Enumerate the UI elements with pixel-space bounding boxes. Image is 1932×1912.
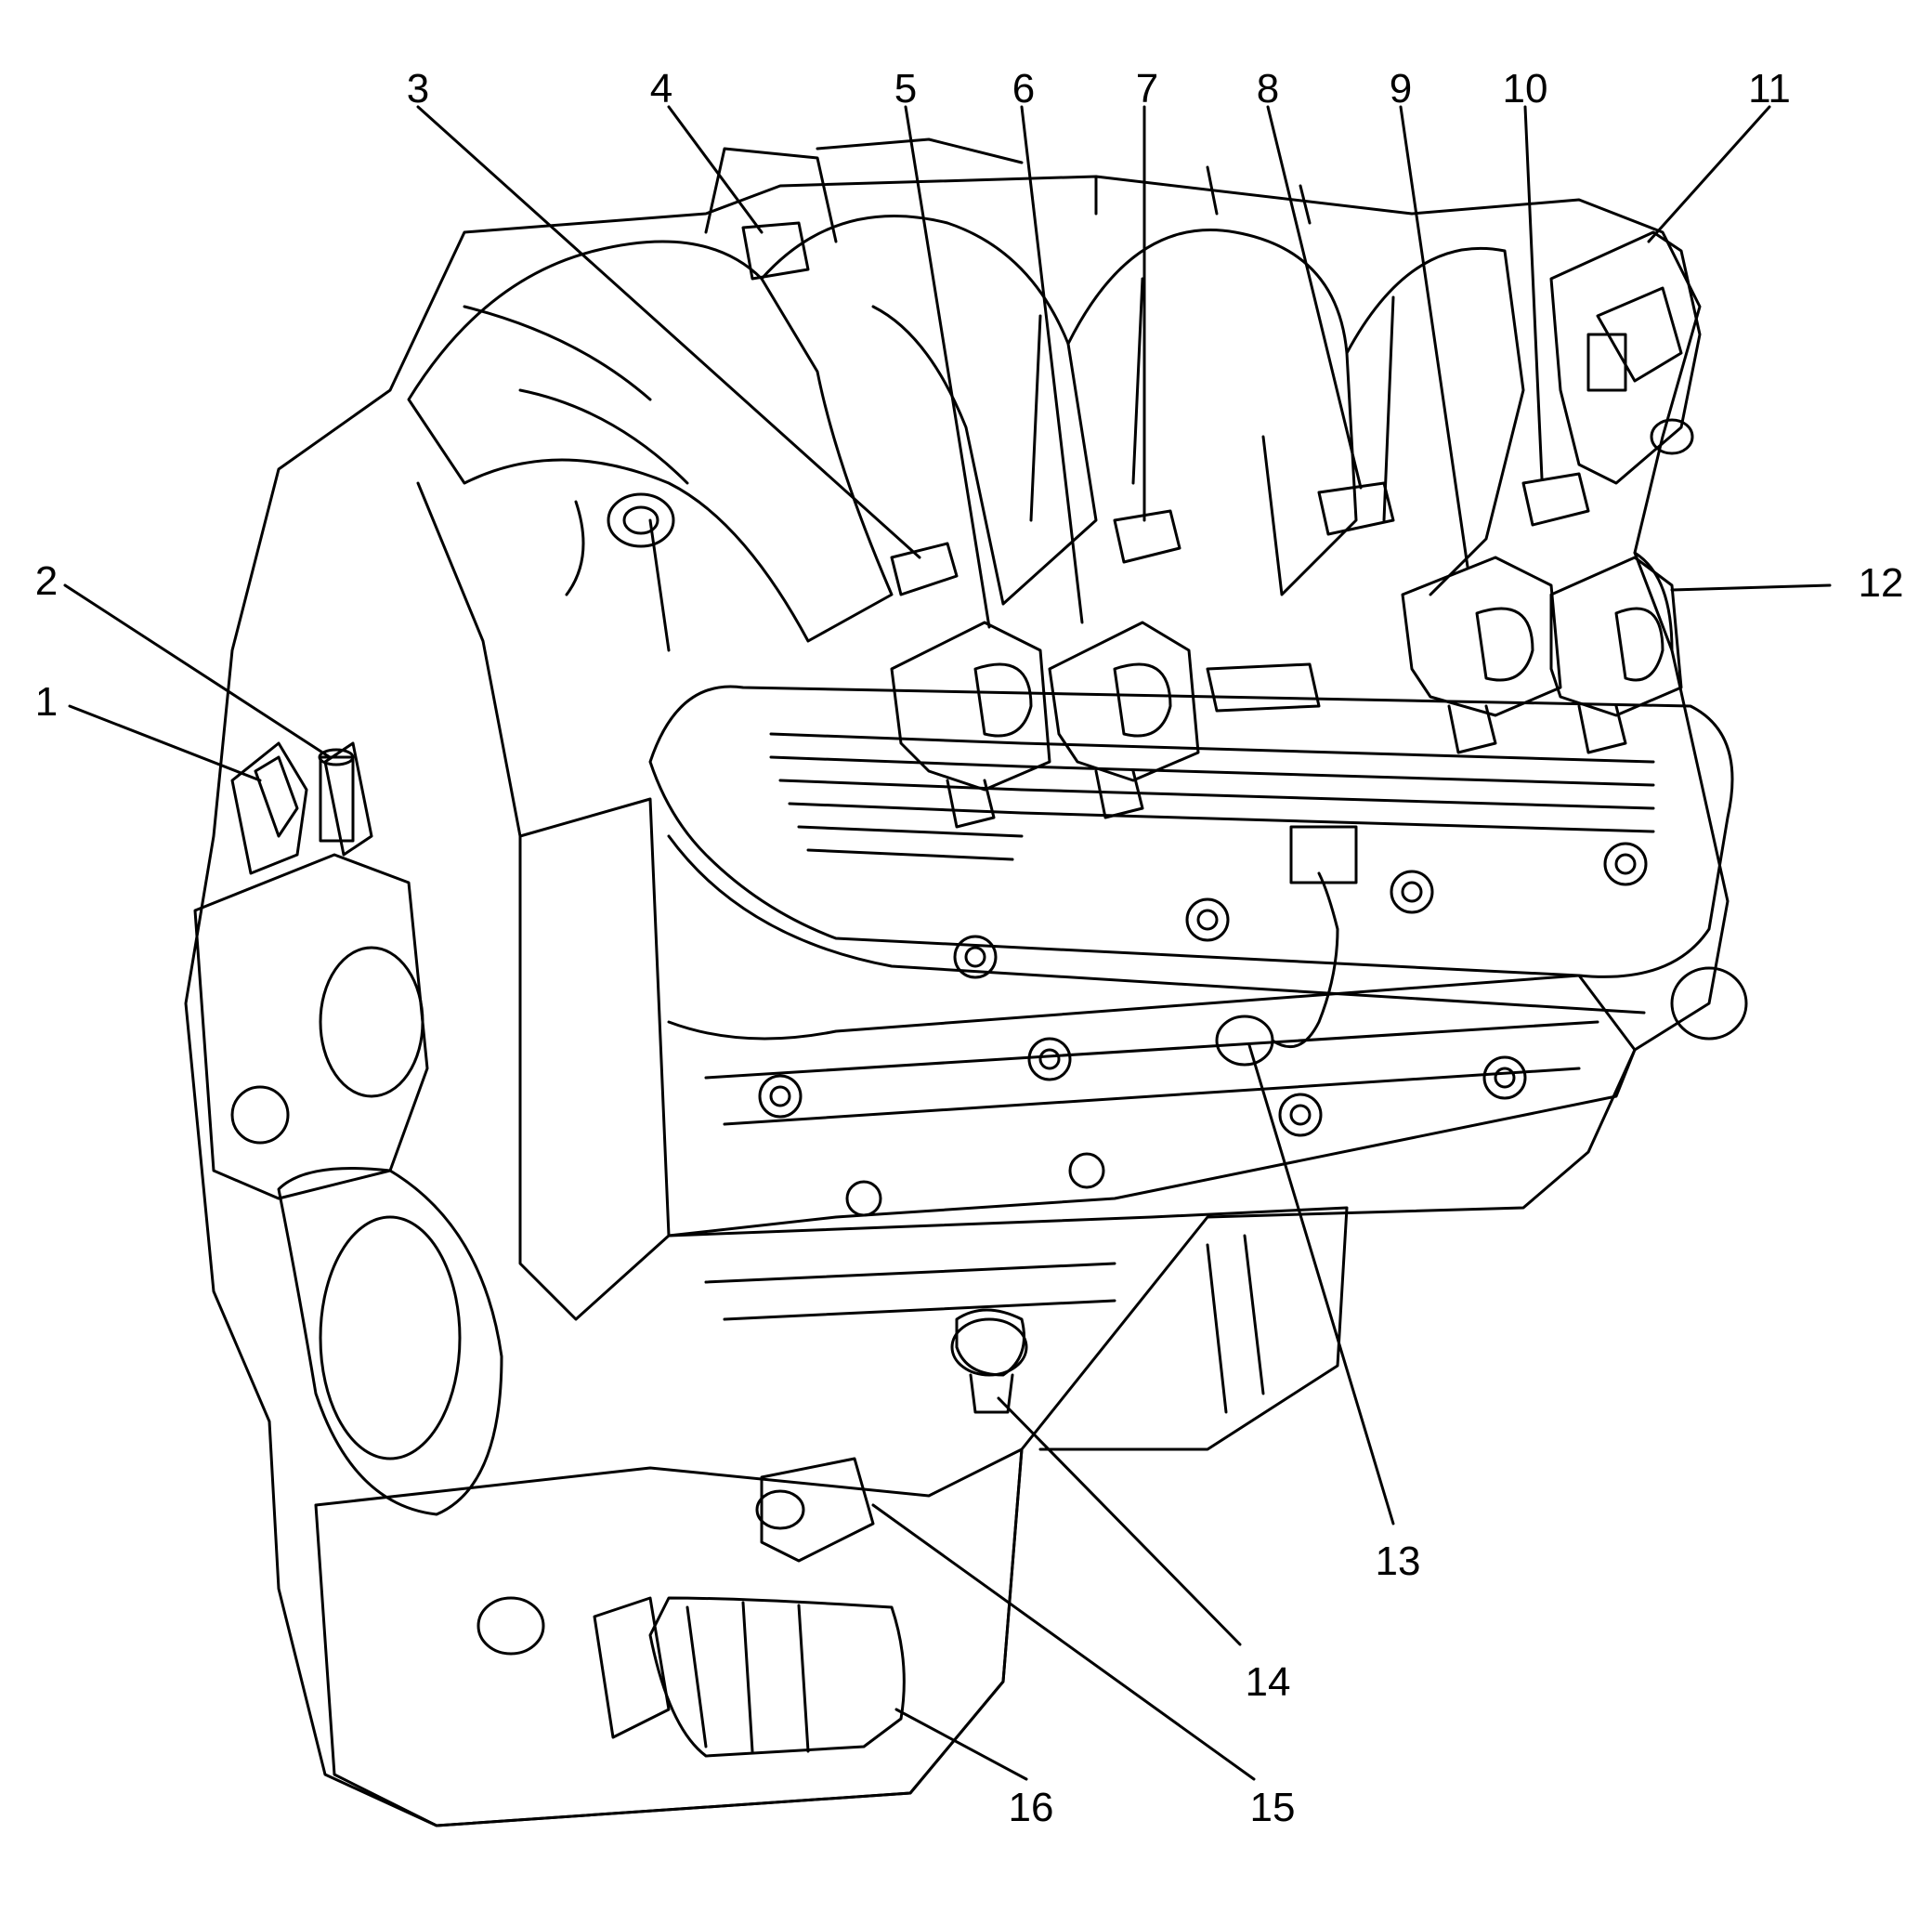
oil-pan [314, 1206, 1349, 1827]
callout-14: 14 [1246, 1659, 1291, 1705]
callout-1: 1 [35, 679, 58, 725]
leader-line-2 [63, 583, 332, 759]
callout-11: 11 [1748, 66, 1791, 111]
valve-cover [648, 685, 1734, 1015]
block-side [416, 481, 1674, 838]
cylinder-head [518, 797, 1748, 1321]
front-cover [193, 741, 503, 1516]
leader-line-6 [1020, 105, 1084, 624]
sensor-module [755, 1457, 875, 1563]
leader-line-14 [997, 1396, 1242, 1646]
leader-line-12 [1670, 583, 1832, 592]
leader-line-4 [667, 105, 764, 234]
leader-line-1 [68, 704, 262, 782]
leader-line-10 [1523, 105, 1544, 480]
leader-line-16 [894, 1708, 1028, 1781]
engine-illustration [184, 138, 1748, 1827]
intake-manifold [407, 138, 1525, 652]
front-sensors [254, 748, 355, 843]
leader-line-8 [1266, 105, 1363, 490]
oil-pressure-sensor [950, 1317, 1028, 1414]
callout-5: 5 [894, 66, 917, 111]
starter-motor [476, 1596, 906, 1758]
callout-2: 2 [35, 558, 58, 604]
leader-line-3 [416, 105, 921, 559]
callout-4: 4 [650, 66, 672, 111]
callout-8: 8 [1257, 66, 1279, 111]
callout-12: 12 [1859, 560, 1904, 606]
leader-line-13 [1247, 1043, 1395, 1526]
throttle-body [1549, 230, 1702, 485]
knock-sensor-harness [1215, 825, 1358, 1067]
callout-7: 7 [1136, 66, 1158, 111]
callout-3: 3 [407, 66, 429, 111]
leader-line-15 [871, 1503, 1256, 1781]
fuel-injector-connectors [741, 221, 1590, 713]
callout-10: 10 [1503, 66, 1548, 111]
callout-labels: 1 2 3 4 5 6 7 8 9 10 11 12 13 14 15 16 [35, 66, 1904, 1830]
leader-line-9 [1399, 105, 1469, 569]
leader-lines [63, 105, 1832, 1781]
leader-line-11 [1647, 105, 1771, 243]
callout-13: 13 [1376, 1539, 1421, 1584]
leader-line-5 [904, 105, 991, 629]
ignition-coils [890, 556, 1683, 829]
callout-6: 6 [1012, 66, 1035, 111]
callout-15: 15 [1250, 1785, 1296, 1830]
callout-16: 16 [1009, 1785, 1054, 1830]
callout-9: 9 [1390, 66, 1412, 111]
